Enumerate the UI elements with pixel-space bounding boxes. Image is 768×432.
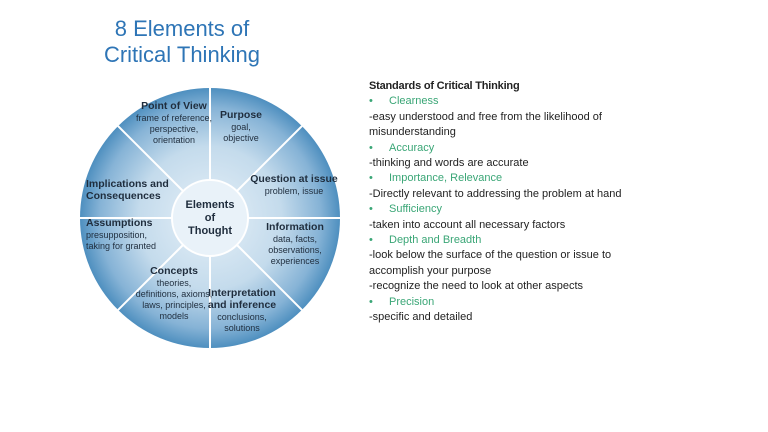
segment-subtitle: taking for granted: [86, 241, 156, 251]
segment-subtitle: presupposition,: [86, 230, 147, 240]
segment-subtitle: definitions, axioms,: [136, 289, 213, 299]
segment-title: Question at issue: [250, 173, 338, 185]
center-label-line: Elements: [186, 199, 235, 211]
slide-title-line2: Critical Thinking: [103, 42, 261, 67]
segment-title: Purpose: [220, 109, 262, 121]
standard-name: • Accuracy: [369, 141, 669, 156]
segment-subtitle: perspective,: [150, 124, 199, 134]
standard-name: • Sufficiency: [369, 202, 669, 217]
standard-label: Sufficiency: [389, 203, 442, 216]
standard-description: -look below the surface of the question …: [369, 249, 612, 262]
slide-title: 8 Elements of Critical Thinking: [80, 16, 284, 68]
standard-name: • Depth and Breadth: [369, 233, 669, 248]
bullet-icon: •: [369, 203, 373, 216]
standard-name: • Clearness: [369, 94, 669, 109]
bullet-icon: •: [369, 172, 373, 185]
wheel-divider: [236, 125, 303, 192]
segment-subtitle: observations,: [268, 245, 322, 255]
segment-title: Information: [266, 221, 324, 233]
standard-description: misunderstanding: [369, 126, 456, 139]
bullet-icon: •: [369, 295, 373, 308]
wheel-dividers: [80, 88, 340, 348]
segment-subtitle: problem, issue: [265, 186, 324, 196]
standard-label: Precision: [389, 295, 435, 308]
segment-subtitle: solutions: [224, 323, 260, 333]
standard-label: Depth and Breadth: [389, 234, 482, 247]
standard-description: -Directly relevant to addressing the pro…: [369, 187, 622, 200]
segment-title: Consequences: [86, 190, 161, 202]
standard-description: -recognize the need to look at other asp…: [369, 280, 584, 293]
segment-subtitle: laws, principles,: [142, 300, 206, 310]
segment-subtitle: goal,: [231, 122, 251, 132]
standard-description: -thinking and words are accurate: [369, 157, 529, 170]
segment-title: Point of View: [141, 100, 208, 112]
standard-description: -taken into account all necessary factor…: [369, 218, 566, 231]
bullet-icon: •: [369, 95, 373, 108]
segment-subtitle: experiences: [271, 256, 320, 266]
segment-subtitle: data, facts,: [273, 234, 317, 244]
standard-label: Accuracy: [389, 141, 435, 154]
standards-panel: Standards of Critical Thinking • Clearnes…: [369, 79, 669, 326]
segment-subtitle: models: [159, 311, 189, 321]
segment-title: Implications and: [86, 178, 169, 190]
standards-heading: Standards of Critical Thinking: [369, 80, 520, 92]
center-label-line: Thought: [188, 225, 232, 237]
segment-subtitle: orientation: [153, 135, 195, 145]
standard-label: Clearness: [389, 95, 439, 108]
segment-title: Concepts: [150, 265, 198, 277]
standard-description: accomplish your purpose: [369, 264, 492, 277]
wheel-divider: [117, 244, 184, 311]
bullet-icon: •: [369, 141, 373, 154]
segment-title: Assumptions: [86, 217, 153, 229]
standard-name: • Precision: [369, 295, 669, 310]
wheel-divider: [117, 125, 184, 192]
segment-subtitle: objective: [223, 133, 259, 143]
slide-title-line1: 8 Elements of: [114, 16, 250, 41]
standard-description: -specific and detailed: [369, 311, 473, 324]
segment-subtitle: theories,: [157, 278, 192, 288]
standard-name: • Importance, Relevance: [369, 171, 669, 186]
center-label-line: of: [205, 212, 216, 224]
standard-label: Importance, Relevance: [389, 172, 503, 185]
standard-description: -easy understood and free from the likel…: [369, 110, 602, 123]
segment-subtitle: conclusions,: [217, 312, 267, 322]
segment-title: Interpretation: [208, 287, 276, 299]
wheel-center-circle: [171, 179, 249, 257]
wheel-divider: [236, 244, 303, 311]
segment-title: and inference: [208, 299, 276, 311]
segment-subtitle: frame of reference,: [136, 113, 212, 123]
bullet-icon: •: [369, 234, 373, 247]
